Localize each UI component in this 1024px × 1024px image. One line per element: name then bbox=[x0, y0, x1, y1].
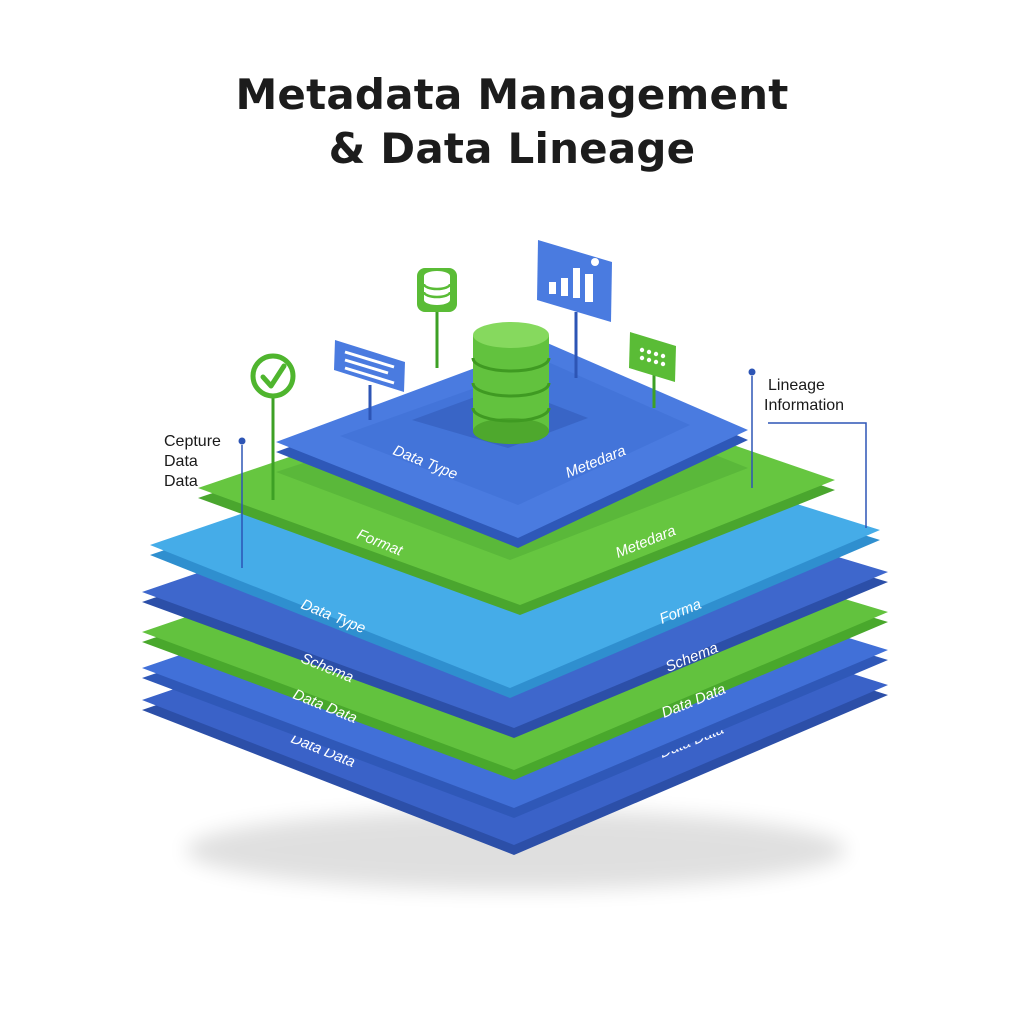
database-cylinder-icon bbox=[471, 322, 551, 444]
database-icon bbox=[417, 268, 457, 368]
grid-keypad-icon bbox=[629, 332, 676, 408]
left-callout-line-1: Cepture bbox=[164, 433, 221, 450]
left-callout-line-3: Data bbox=[164, 473, 198, 490]
right-callout-line-1: Lineage bbox=[768, 377, 825, 394]
right-callout: Lineage Information bbox=[748, 368, 867, 528]
bar-chart-icon bbox=[537, 240, 612, 378]
page-title: Metadata Management & Data Lineage bbox=[0, 68, 1024, 176]
check-circle-icon bbox=[250, 353, 296, 500]
title-line-1: Metadata Management bbox=[235, 70, 789, 119]
title-line-2: & Data Lineage bbox=[328, 124, 696, 173]
right-callout-line-2: Information bbox=[764, 397, 844, 414]
left-callout-line-2: Data bbox=[164, 453, 198, 470]
left-callout: Cepture Data Data bbox=[164, 433, 246, 568]
text-card-icon bbox=[334, 340, 405, 420]
